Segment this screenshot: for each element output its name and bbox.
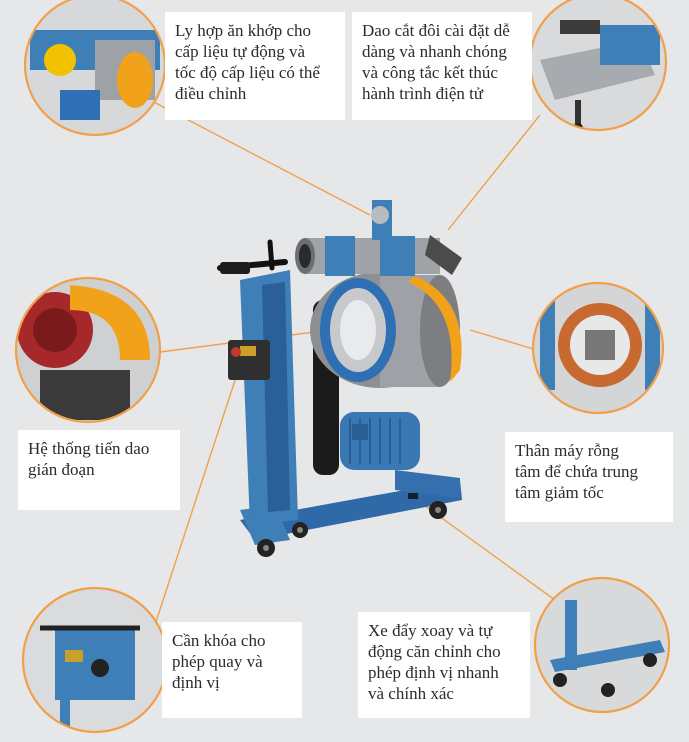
caster-wheel-icon	[292, 522, 308, 538]
pipe-beveling-machine	[217, 200, 462, 557]
inset-lever	[21, 586, 169, 734]
bevel-tool-head	[371, 200, 462, 275]
caster-wheel-icon	[429, 501, 447, 519]
cart-base	[240, 470, 462, 557]
inset-clutch	[23, 0, 167, 137]
clamping-tube	[295, 236, 440, 276]
inset-feed	[14, 276, 162, 424]
inset-tool	[528, 0, 668, 132]
motor	[340, 412, 420, 470]
lock-lever-icon	[217, 239, 288, 274]
inset-cart	[533, 576, 671, 714]
caster-wheel-icon	[257, 539, 275, 557]
inset-hollow-body	[531, 281, 665, 415]
hollow-body-drum	[310, 272, 462, 388]
